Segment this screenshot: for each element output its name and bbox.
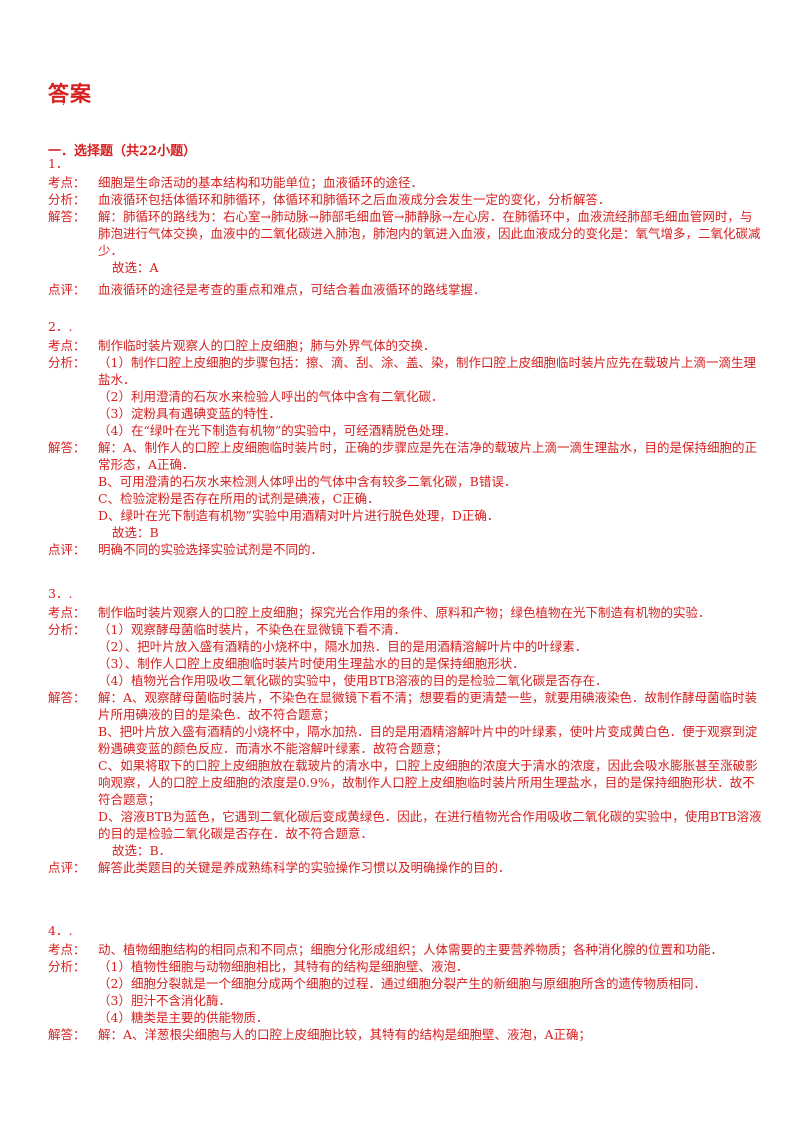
fenxi-label: 分析： [48, 622, 86, 637]
jieda-item: D、绿叶在光下制造有机物”实验中用酒精对叶片进行脱色处理，D正确． [98, 508, 500, 523]
question-number: 4．. [48, 923, 73, 938]
dianping-label: 点评： [48, 860, 86, 875]
page-title: 答案 [48, 81, 92, 106]
jieda-text: 解：肺循环的路线为：右心室→肺动脉→肺部毛细血管→肺静脉→左心房．在肺循环中，血… [98, 209, 761, 258]
fenxi-item: （1）制作口腔上皮细胞的步骤包括：擦、滴、刮、涂、盖、染，制作口腔上皮细胞临时装… [98, 355, 756, 387]
dianping-row: 点评： 明确不同的实验选择实验试剂是不同的． [48, 541, 764, 558]
kaodian-row: 考点： 动、植物细胞结构的相同点和不同点；细胞分化形成组织；人体需要的主要营养物… [48, 941, 764, 958]
dianping-text: 血液循环的途径是考查的重点和难点，可结合着血液循环的路线掌握． [98, 282, 486, 297]
kaodian-label: 考点： [48, 605, 86, 620]
question-2: 2．. 考点： 制作临时装片观察人的口腔上皮细胞；肺与外界气体的交换． 分析： … [48, 318, 764, 558]
jieda-item: B、可用澄清的石灰水来检测人体呼出的气体中含有较多二氧化碳，B错误． [98, 474, 517, 489]
kaodian-text: 制作临时装片观察人的口腔上皮细胞；肺与外界气体的交换． [98, 338, 436, 353]
jieda-label: 解答： [48, 1027, 86, 1042]
fenxi-label: 分析： [48, 192, 86, 207]
fenxi-item: （1）植物性细胞与动物细胞相比，其特有的结构是细胞壁、液泡． [98, 959, 469, 974]
jieda-row: 解答： 解：A、观察酵母菌临时装片，不染色在显微镜下看不清；想要看的更清楚一些，… [48, 689, 764, 859]
jieda-item: D、溶液BTB为蓝色，它遇到二氧化碳后变成黄绿色．因此，在进行植物光合作用吸收二… [98, 809, 762, 841]
question-number: 2．. [48, 319, 73, 334]
question-4: 4．. 考点： 动、植物细胞结构的相同点和不同点；细胞分化形成组织；人体需要的主… [48, 922, 764, 1043]
fenxi-item: （4）糖类是主要的供能物质． [98, 1010, 269, 1025]
kaodian-text: 细胞是生命活动的基本结构和功能单位；血液循环的途径． [98, 175, 424, 190]
kaodian-label: 考点： [48, 338, 86, 353]
fenxi-item: （4）植物光合作用吸收二氧化碳的实验中，使用BTB溶液的目的是检验二氧化碳是否存… [98, 673, 608, 688]
jieda-answer: 故选：B． [112, 843, 172, 858]
jieda-answer: 故选：A [112, 260, 159, 275]
fenxi-item: （2）、把叶片放入盛有酒精的小烧杯中，隔水加热．目的是用酒精溶解叶片中的叶绿素． [98, 639, 588, 654]
dianping-text: 明确不同的实验选择实验试剂是不同的． [98, 542, 324, 557]
fenxi-row: 分析： （1）制作口腔上皮细胞的步骤包括：擦、滴、刮、涂、盖、染，制作口腔上皮细… [48, 354, 764, 439]
kaodian-label: 考点： [48, 175, 86, 190]
dianping-text: 解答此类题目的关键是养成熟练科学的实验操作习惯以及明确操作的目的． [98, 860, 511, 875]
kaodian-text: 动、植物细胞结构的相同点和不同点；细胞分化形成组织；人体需要的主要营养物质；各种… [98, 942, 724, 957]
jieda-row: 解答： 解：A、制作人的口腔上皮细胞临时装片时，正确的步骤应是先在洁净的载玻片上… [48, 439, 764, 541]
jieda-row: 解答： 解：A、洋葱根尖细胞与人的口腔上皮细胞比较，其特有的结构是细胞壁、液泡，… [48, 1026, 764, 1043]
kaodian-row: 考点： 制作临时装片观察人的口腔上皮细胞；探究光合作用的条件、原料和产物；绿色植… [48, 604, 764, 621]
kaodian-label: 考点： [48, 942, 86, 957]
fenxi-item: （3）、制作人口腔上皮细胞临时装片时使用生理盐水的目的是保持细胞形状． [98, 656, 525, 671]
dianping-row: 点评： 血液循环的途径是考查的重点和难点，可结合着血液循环的路线掌握． [48, 281, 764, 298]
jieda-label: 解答： [48, 440, 86, 455]
jieda-answer: 故选：B [112, 525, 159, 540]
fenxi-item: （2）利用澄清的石灰水来检验人呼出的气体中含有二氧化碳． [98, 389, 444, 404]
fenxi-row: 分析： （1）观察酵母菌临时装片，不染色在显微镜下看不清． （2）、把叶片放入盛… [48, 621, 764, 689]
question-3: 3．. 考点： 制作临时装片观察人的口腔上皮细胞；探究光合作用的条件、原料和产物… [48, 585, 764, 876]
fenxi-label: 分析： [48, 355, 86, 370]
dianping-row: 点评： 解答此类题目的关键是养成熟练科学的实验操作习惯以及明确操作的目的． [48, 859, 764, 876]
jieda-item: 解：A、制作人的口腔上皮细胞临时装片时，正确的步骤应是先在洁净的载玻片上滴一滴生… [98, 440, 758, 472]
kaodian-text: 制作临时装片观察人的口腔上皮细胞；探究光合作用的条件、原料和产物；绿色植物在光下… [98, 605, 711, 620]
title-dot: · [62, 100, 66, 111]
dianping-label: 点评： [48, 282, 86, 297]
dianping-label: 点评： [48, 542, 86, 557]
kaodian-row: 考点： 细胞是生命活动的基本结构和功能单位；血液循环的途径． [48, 174, 764, 191]
fenxi-item: （3）淀粉具有遇碘变蓝的特性． [98, 406, 281, 421]
jieda-item: C、如果将取下的口腔上皮细胞放在载玻片的清水中，口腔上皮细胞的浓度大于清水的浓度… [98, 758, 758, 807]
fenxi-row: 分析： （1）植物性细胞与动物细胞相比，其特有的结构是细胞壁、液泡． （2）细胞… [48, 958, 764, 1026]
jieda-row: 解答： 解：肺循环的路线为：右心室→肺动脉→肺部毛细血管→肺静脉→左心房．在肺循… [48, 208, 764, 276]
jieda-label: 解答： [48, 690, 86, 705]
question-number: 3．. [48, 586, 73, 601]
jieda-item: B、把叶片放入盛有酒精的小烧杯中，隔水加热．目的是用酒精溶解叶片中的叶绿素，使叶… [98, 724, 758, 756]
fenxi-text: 血液循环包括体循环和肺循环，体循环和肺循环之后血液成分会发生一定的变化，分析解答… [98, 192, 611, 207]
question-1: 1． 考点： 细胞是生命活动的基本结构和功能单位；血液循环的途径． 分析： 血液… [48, 155, 764, 298]
jieda-item: 解：A、洋葱根尖细胞与人的口腔上皮细胞比较，其特有的结构是细胞壁、液泡，A正确； [98, 1027, 592, 1042]
fenxi-row: 分析： 血液循环包括体循环和肺循环，体循环和肺循环之后血液成分会发生一定的变化，… [48, 191, 764, 208]
fenxi-item: （3）胆汁不含消化酶． [98, 993, 231, 1008]
fenxi-item: （2）细胞分裂就是一个细胞分成两个细胞的过程．通过细胞分裂产生的新细胞与原细胞所… [98, 976, 706, 991]
jieda-item: C、检验淀粉是否存在所用的试剂是碘液，C正确． [98, 491, 380, 506]
question-number: 1． [48, 156, 69, 171]
fenxi-label: 分析： [48, 959, 86, 974]
fenxi-item: （4）在“绿叶在光下制造有机物”的实验中，可经酒精脱色处理． [98, 423, 457, 438]
jieda-label: 解答： [48, 209, 86, 224]
section-heading: 一．选择题（共22小题） [48, 144, 197, 159]
jieda-item: 解：A、观察酵母菌临时装片，不染色在显微镜下看不清；想要看的更清楚一些，就要用碘… [98, 690, 758, 722]
fenxi-item: （1）观察酵母菌临时装片，不染色在显微镜下看不清． [98, 622, 406, 637]
kaodian-row: 考点： 制作临时装片观察人的口腔上皮细胞；肺与外界气体的交换． [48, 337, 764, 354]
